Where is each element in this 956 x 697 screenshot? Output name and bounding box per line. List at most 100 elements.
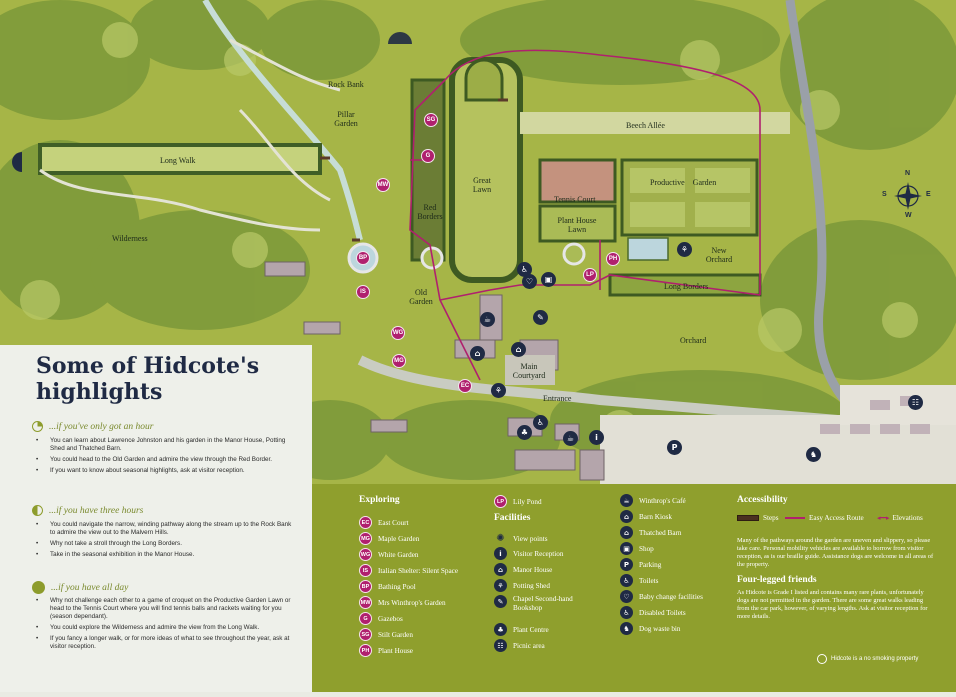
map-pin-mrs-winthrops-garden[interactable]: MW (376, 178, 390, 192)
section-heading-all-day: ...if you have all day (32, 581, 128, 594)
manor-house-icon: ⌂ (494, 563, 507, 576)
map-pin-bathing-pool[interactable]: BP (356, 251, 370, 265)
map-baby-change-icon[interactable]: ♡ (522, 274, 537, 289)
map-pin-east-court[interactable]: EC (458, 379, 472, 393)
legend-label: Barn Kiosk (639, 512, 672, 521)
compass-w: W (905, 212, 912, 219)
map-pin-gazebos[interactable]: G (421, 149, 435, 163)
legend-row-bookshop[interactable]: ✎Chapel Second-hand Bookshop (494, 595, 595, 613)
four-legged-heading: Four-legged friends (737, 575, 817, 585)
map-pin-lily-pond[interactable]: LP (583, 268, 597, 282)
legend-row-mrs-winthrops-garden[interactable]: MW Mrs Winthrop's Garden (359, 596, 446, 609)
map-parking-icon[interactable]: P (667, 440, 682, 455)
legend-label: Gazebos (378, 614, 403, 623)
legend-label: Potting Shed (513, 581, 550, 590)
area-label-great-lawn: Great Lawn (472, 176, 492, 194)
area-label-old-garden: Old Garden (409, 288, 433, 306)
barn-kiosk-icon: ⌂ (620, 510, 633, 523)
legend-row-barn-kiosk[interactable]: ⌂ Barn Kiosk (620, 510, 672, 523)
legend-row-thatched-barn[interactable]: ⌂ Thatched Barn (620, 526, 682, 539)
legend-row-steps: Steps (737, 514, 779, 522)
section-heading-three-hours-text: ...if you have three hours (49, 505, 144, 516)
legend-label: Mrs Winthrop's Garden (378, 598, 446, 607)
map-pin-maple-garden[interactable]: MG (392, 354, 406, 368)
bookshop-icon: ✎ (494, 595, 507, 608)
map-toilets-icon[interactable]: ♿ (517, 262, 532, 277)
area-label-long-borders: Long Borders (664, 282, 709, 291)
legend-row-manor-house[interactable]: ⌂Manor House (494, 563, 552, 576)
area-label-rock-bank: Rock Bank (328, 80, 364, 89)
legend-row-potting-shed[interactable]: ⚘Potting Shed (494, 579, 550, 592)
map-pin-stilt-garden[interactable]: SG (424, 113, 438, 127)
section-list-three-hours: You could navigate the narrow, winding p… (34, 521, 296, 562)
section-list-all-day: Why not challenge each other to a game o… (34, 597, 296, 654)
legend-pin: MW (359, 596, 372, 609)
plant-centre-icon: ♣ (494, 623, 507, 636)
section-heading-hour: ...if you've only got an hour (32, 421, 153, 432)
list-item: You can learn about Lawrence Johnston an… (34, 437, 296, 453)
legend-row-parking[interactable]: P Parking (620, 558, 661, 571)
compass-n: N (905, 170, 911, 177)
legend-row-plant-centre[interactable]: ♣Plant Centre (494, 623, 549, 636)
legend-label: Thatched Barn (639, 528, 682, 537)
map-cafe-icon[interactable]: ☕ (480, 312, 495, 327)
legend-pin: PH (359, 644, 372, 657)
no-smoking-text: Hidcote is a no smoking property (831, 656, 919, 662)
map-pin-italian-shelter[interactable]: IS (356, 285, 370, 299)
map-pin-plant-house[interactable]: PH (606, 252, 620, 266)
accessibility-heading: Accessibility (737, 495, 788, 505)
map-bookshop-icon[interactable]: ✎ (533, 310, 548, 325)
legend-row-cafe[interactable]: ☕Winthrop's Café (620, 494, 686, 507)
accessibility-text: Many of the pathways around the garden a… (737, 537, 934, 568)
legend-pin: IS (359, 564, 372, 577)
full-clock-icon (32, 581, 45, 594)
legend-label: Elevations (892, 514, 923, 522)
legend-row-shop[interactable]: ▣Shop (620, 542, 654, 555)
map-manor-house-icon[interactable]: ⌂ (470, 346, 485, 361)
map-plant-centre-icon[interactable]: ♣ (517, 425, 532, 440)
compass-e: E (926, 191, 931, 198)
area-label-new-orchard: New Orchard (705, 246, 733, 264)
map-cafe-icon-2[interactable]: ☕ (563, 431, 578, 446)
map-disabled-toilets-icon[interactable]: ♿ (533, 415, 548, 430)
legend-row-baby-change[interactable]: ♡ Baby change facilities (620, 590, 703, 603)
baby-change-icon: ♡ (620, 590, 633, 603)
map-picnic-area-icon[interactable]: ☷ (908, 395, 923, 410)
legend-label: Dog waste bin (639, 624, 681, 633)
legend-row-view-points[interactable]: ✺View points (494, 532, 547, 545)
legend-label: Lily Pond (513, 497, 542, 506)
legend-row-picnic-area[interactable]: ☷Picnic area (494, 639, 545, 652)
legend-row-disabled-toilets[interactable]: ♿Disabled Toilets (620, 606, 686, 619)
legend-label: Parking (639, 560, 662, 569)
map-barn-kiosk-icon[interactable]: ⌂ (511, 342, 526, 357)
picnic-area-icon: ☷ (494, 639, 507, 652)
map-visitor-reception-icon[interactable]: i (589, 430, 604, 445)
map-potting-shed-icon[interactable]: ⚘ (491, 383, 506, 398)
legend-row-dog-bin[interactable]: ♞Dog waste bin (620, 622, 681, 635)
map-pin-white-garden[interactable]: WG (391, 326, 405, 340)
info-icon: i (494, 547, 507, 560)
facilities-heading: Facilities (494, 513, 531, 523)
map-shop-icon[interactable]: ▣ (541, 272, 556, 287)
list-item: You could explore the Wilderness and adm… (34, 624, 296, 632)
parking-icon: P (620, 558, 633, 571)
legend-row-toilets[interactable]: ♿Toilets (620, 574, 658, 587)
list-item: Take in the seasonal exhibition in the M… (34, 551, 296, 559)
area-label-red-borders: Red Borders (417, 203, 443, 221)
section-heading-all-day-text: ...if you have all day (51, 582, 129, 593)
thatched-barn-icon: ⌂ (620, 526, 633, 539)
legend-label: Baby change facilities (639, 592, 703, 601)
map-potting-shed-icon-2[interactable]: ⚘ (677, 242, 692, 257)
map-dog-bin-icon[interactable]: ♞ (806, 447, 821, 462)
